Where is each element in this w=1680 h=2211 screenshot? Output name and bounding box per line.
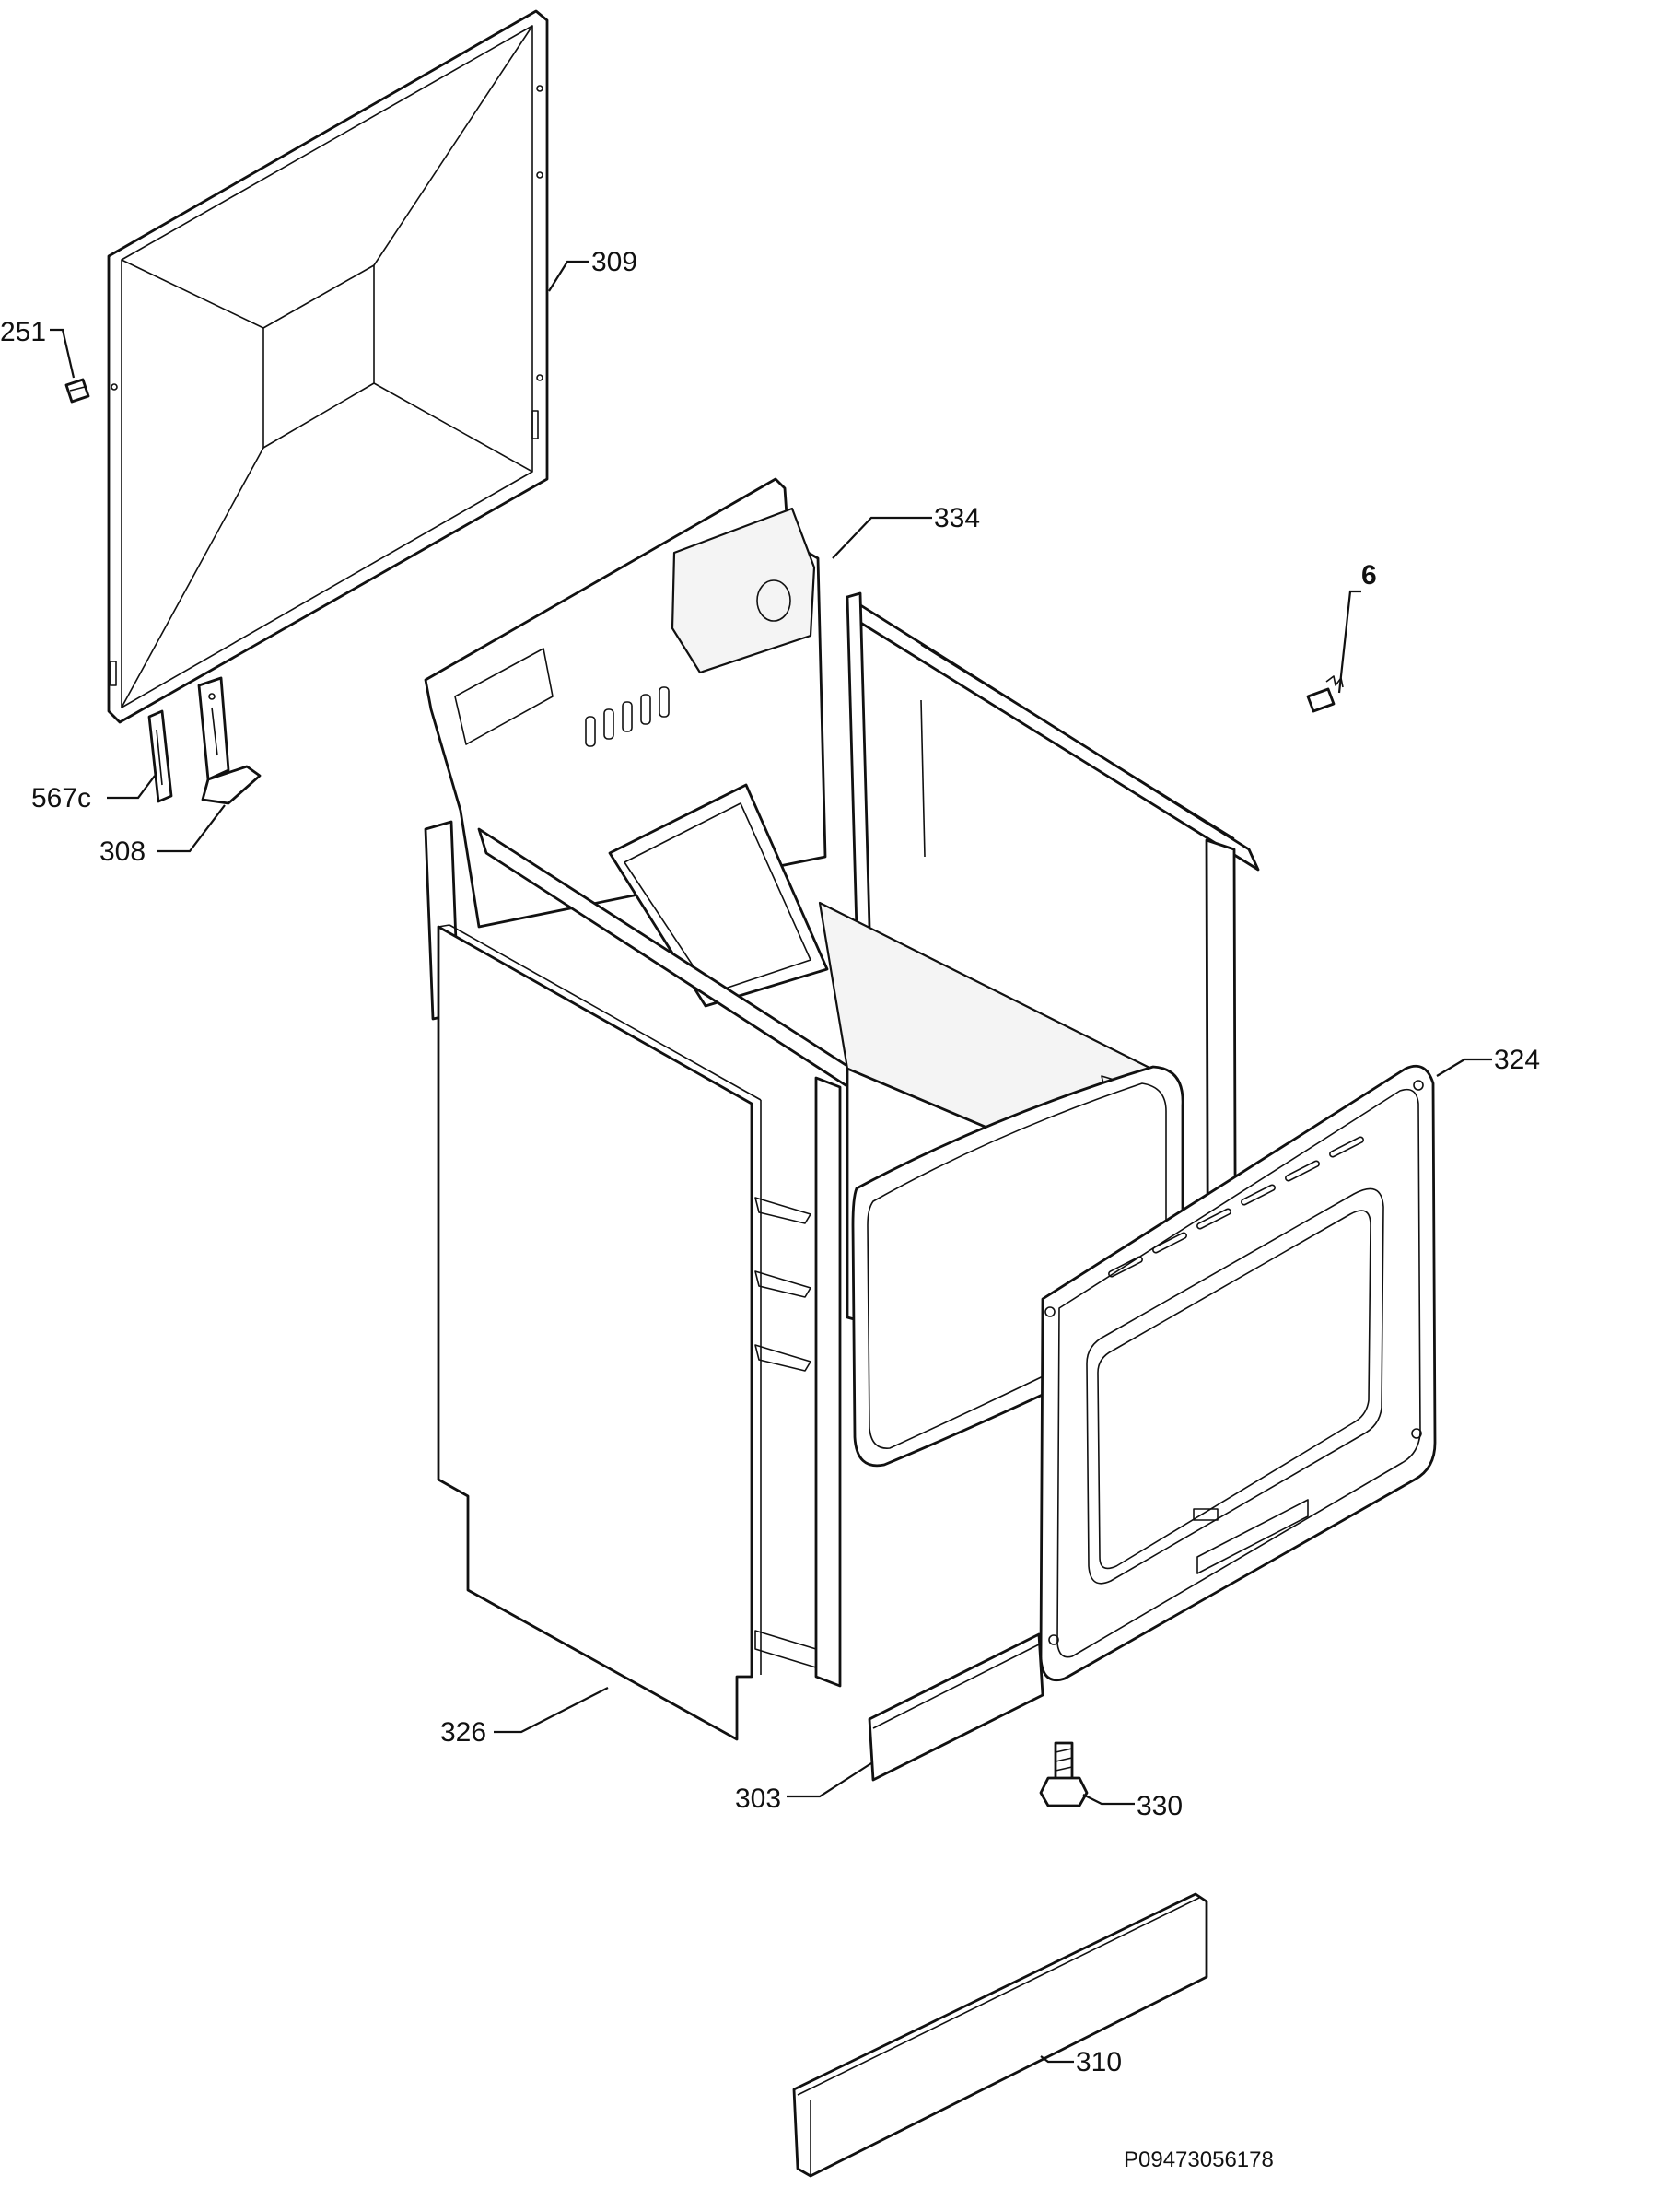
callout-308: 308 bbox=[99, 836, 146, 867]
part-567c-strip bbox=[147, 709, 173, 803]
reference-code: P09473056178 bbox=[1124, 2147, 1274, 2172]
rear-vent-slots bbox=[585, 686, 670, 747]
callout-326: 326 bbox=[440, 1717, 486, 1748]
part-330-screw bbox=[1039, 1741, 1089, 1807]
part-324-door-frame bbox=[1039, 1064, 1437, 1682]
callout-251: 251 bbox=[0, 317, 46, 347]
callout-labels: 309 251 334 6 567c 308 324 326 303 330 3… bbox=[0, 247, 1540, 2172]
part-326-side-panel bbox=[437, 924, 762, 1741]
part-308-hinge bbox=[197, 676, 262, 805]
callout-309: 309 bbox=[591, 247, 637, 277]
callout-324: 324 bbox=[1494, 1045, 1540, 1075]
part-310-plinth bbox=[792, 1892, 1208, 2178]
part-309-back-panel bbox=[107, 9, 549, 724]
callout-567c: 567c bbox=[31, 783, 91, 813]
callout-330: 330 bbox=[1137, 1791, 1183, 1821]
callout-310: 310 bbox=[1076, 2047, 1122, 2077]
callout-303: 303 bbox=[735, 1784, 781, 1814]
leader-lines bbox=[50, 260, 1492, 2064]
callout-334: 334 bbox=[934, 503, 980, 533]
callout-6: 6 bbox=[1361, 560, 1377, 591]
part-251-clip bbox=[64, 378, 90, 404]
door-vent-slots bbox=[1108, 1136, 1364, 1278]
part-6-clip bbox=[1306, 675, 1344, 713]
cabinet-frame bbox=[424, 477, 1260, 1688]
part-303-plate bbox=[868, 1632, 1044, 1782]
